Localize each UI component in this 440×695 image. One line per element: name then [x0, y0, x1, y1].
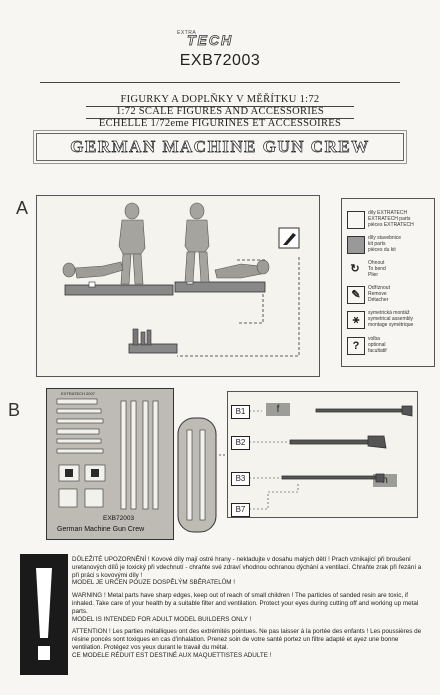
warning-czech-adult: MODEL JE URČEN POUZE DOSPĚLÝM SBĚRATELŮM… [72, 579, 236, 587]
title-english: 1:72 SCALE FIGURES AND ACCESSORIES [116, 106, 324, 117]
legend-row: díly stavebnice kit parts pièces du kit [342, 234, 434, 256]
resin-part-icon [347, 236, 365, 254]
symmetric-icon: ⚹ [347, 311, 365, 329]
legend-text: symetrická montáž symetrical assembly mo… [368, 310, 414, 328]
step-b7: B7 [231, 503, 250, 517]
optional-icon: ? [347, 337, 365, 355]
legend-row: ⚹ symetrická montáž symetrical assembly … [342, 309, 434, 331]
legend-text: volba optional facultatif [368, 336, 387, 354]
warning-text: DŮLEŽITÉ UPOZORNĚNÍ ! Kovové díly mají o… [72, 556, 424, 665]
machine-gun-illustration [249, 405, 413, 510]
part-box-icon [347, 211, 365, 229]
title-czech: FIGURKY A DOPLŇKY V MĚŘÍTKU 1:72 [120, 94, 320, 105]
brand-small: EXTRA [177, 30, 197, 36]
fret-parts [56, 398, 159, 510]
brand-main: TECH [187, 32, 234, 49]
title-banner: GERMAN MACHINE GUN CREW [33, 130, 407, 164]
legend-row: ↻ Ohnout To bend Plier [342, 259, 434, 281]
brand-logo: EXTRA TECH [177, 30, 269, 49]
legend-text: Odříznout Remove Détacher [368, 285, 390, 303]
fret-name: German Machine Gun Crew [57, 526, 145, 533]
divider [86, 118, 354, 119]
legend-row: díly EXTRATECH EXTRATECH parts pièces EX… [342, 209, 434, 231]
warning-french-adult: CE MODELE RÉDUIT EST DESTINÉ AUX MAQUETT… [72, 651, 272, 659]
divider [40, 82, 400, 83]
photo-etched-fret: EXTRATECH 2007 EXB72003 German Machine G… [46, 388, 174, 540]
warning-czech: DŮLEŽITÉ UPOZORNĚNÍ ! Kovové díly mají o… [72, 556, 422, 579]
legend-text: díly EXTRATECH EXTRATECH parts pièces EX… [368, 210, 414, 228]
step-b3: B3 [231, 472, 250, 486]
safety-warning: DŮLEŽITÉ UPOZORNĚNÍ ! Kovové díly mají o… [20, 552, 425, 690]
warning-english-adult: MODEL IS INTENDED FOR ADULT MODEL BUILDE… [72, 615, 252, 623]
banner-text: GERMAN MACHINE GUN CREW [70, 137, 370, 157]
section-letter-a: A [16, 198, 29, 218]
legend-row: ✎ Odříznout Remove Détacher [342, 284, 434, 306]
fret-code: EXB72003 [103, 515, 135, 522]
warning-french: ATTENTION ! Les parties métalliques ont … [72, 628, 422, 651]
figures-illustration [62, 202, 300, 357]
label-f: f [266, 403, 290, 416]
warning-english: WARNING ! Metal parts have sharp edges, … [72, 592, 419, 615]
title-french: ECHELLE 1/72eme FIGURINES ET ACCESSOIRES [98, 118, 342, 129]
exclamation-icon [20, 554, 68, 675]
bend-icon: ↻ [350, 263, 360, 275]
remove-icon: ✎ [347, 286, 365, 304]
step-b1: B1 [231, 405, 250, 419]
fret-top-text: EXTRATECH 2007 [61, 391, 95, 396]
divider [86, 106, 354, 107]
legend-text: díly stavebnice kit parts pièces du kit [368, 235, 402, 253]
legend-text: Ohnout To bend Plier [368, 260, 386, 278]
product-code: EXB72003 [179, 52, 261, 69]
symbol-legend: díly EXTRATECH EXTRATECH parts pièces EX… [341, 198, 435, 367]
fret-detail-zoom [177, 417, 217, 533]
assembly-diagram-b: B1 B2 B3 B7 f h [227, 391, 418, 518]
section-letter-b: B [8, 400, 21, 420]
step-b2: B2 [231, 436, 250, 450]
legend-row: ? volba optional facultatif [342, 335, 434, 357]
assembly-diagram-a [36, 195, 320, 377]
